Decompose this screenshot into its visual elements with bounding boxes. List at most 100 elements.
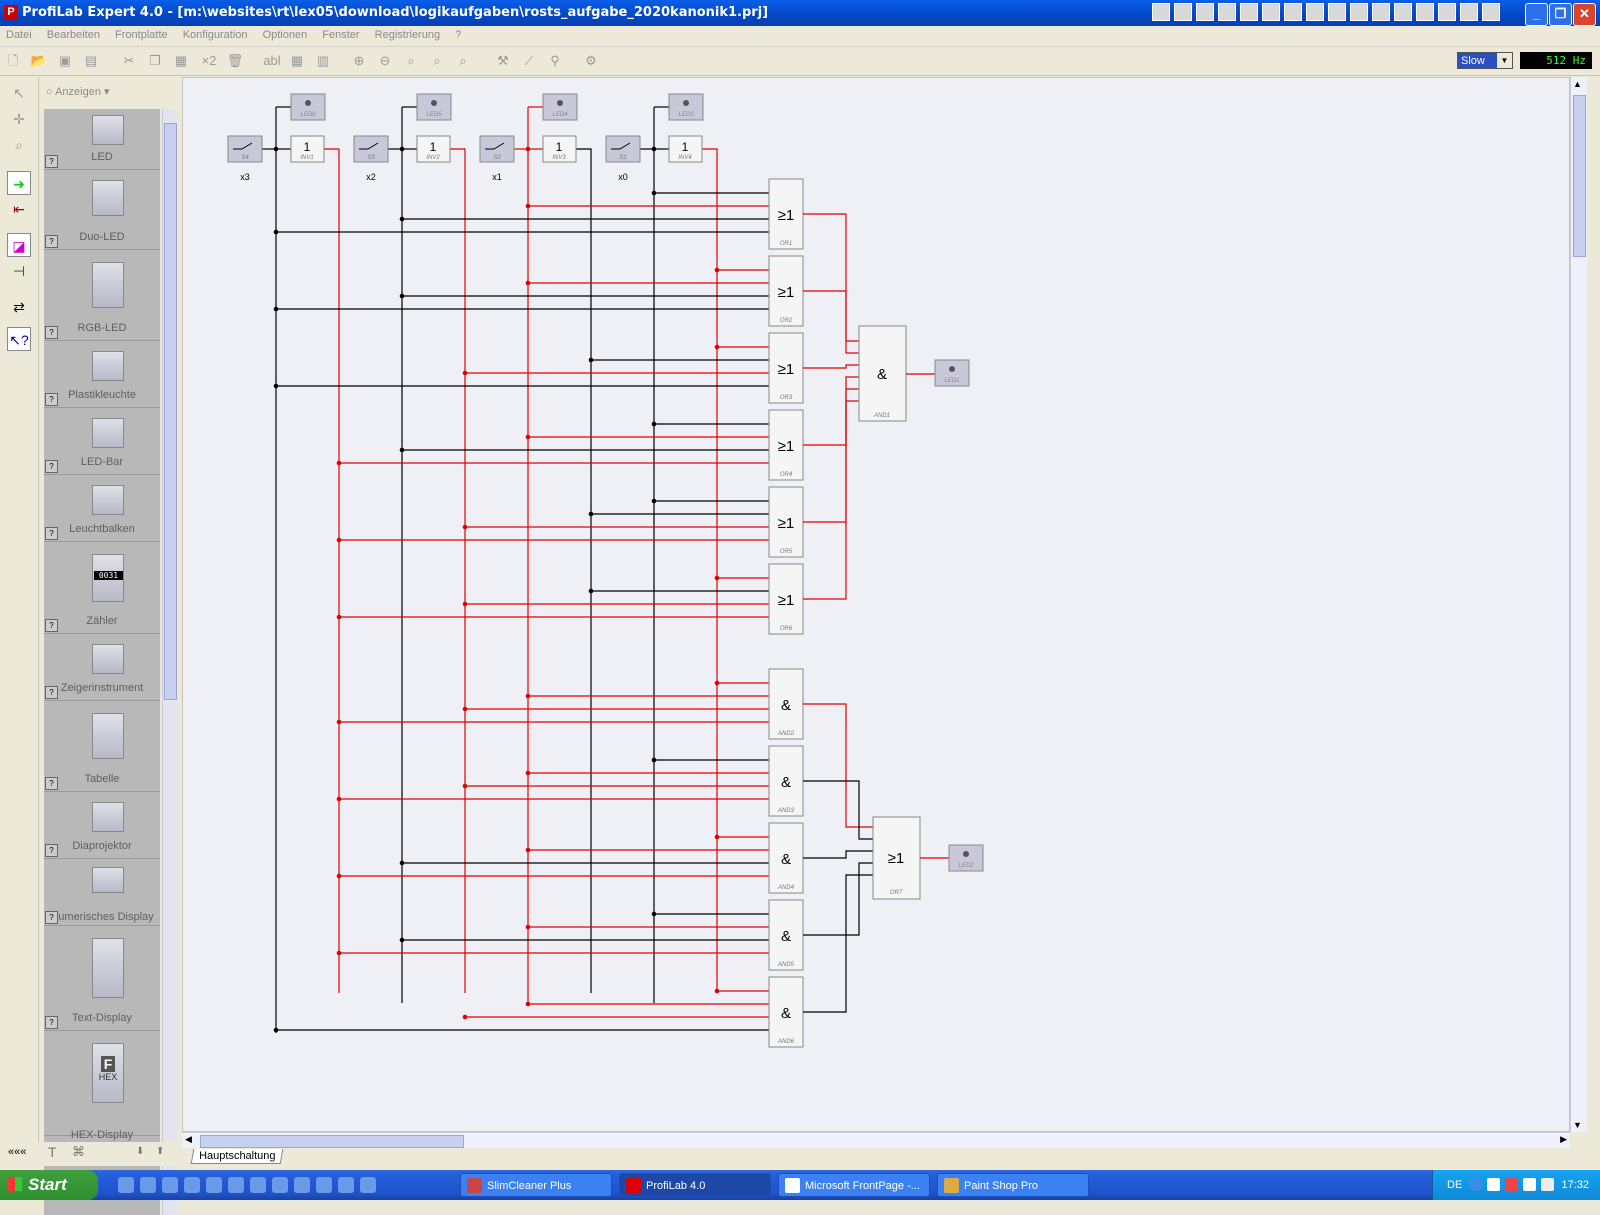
- and-gate[interactable]: [768, 899, 804, 971]
- scroll-right-icon[interactable]: ▶: [1560, 1134, 1567, 1144]
- help-question-icon[interactable]: ?: [45, 326, 58, 339]
- or-gate[interactable]: [768, 563, 804, 635]
- zoom-area-icon[interactable]: ⌕: [433, 53, 441, 68]
- tray-icon[interactable]: [1487, 1178, 1500, 1191]
- desktop-icon[interactable]: [118, 1177, 134, 1193]
- help-question-icon[interactable]: ?: [45, 155, 58, 168]
- firefox-icon[interactable]: [162, 1177, 178, 1193]
- help-question-icon[interactable]: ?: [45, 460, 58, 473]
- quick-icon[interactable]: [1262, 3, 1280, 21]
- vertical-scroll-thumb[interactable]: [1573, 95, 1586, 257]
- align-icon[interactable]: ▥: [316, 53, 330, 68]
- or-gate[interactable]: [768, 409, 804, 481]
- palette-item-zeigerinstrument[interactable]: Zeigerinstrument?: [44, 634, 160, 701]
- magnifier-icon[interactable]: ⌕: [15, 137, 23, 153]
- palette-item-text-display[interactable]: Text-Display?: [44, 926, 160, 1031]
- task-paintshop[interactable]: Paint Shop Pro: [937, 1173, 1089, 1197]
- quick-icon[interactable]: [1306, 3, 1324, 21]
- probe-icon[interactable]: ⚲: [550, 53, 560, 68]
- tools-icon[interactable]: ⚒: [497, 53, 509, 68]
- swap-window-icon[interactable]: ⇄: [13, 299, 25, 315]
- duplicate-x2-button[interactable]: ×2: [201, 53, 217, 68]
- palette-scroll-thumb[interactable]: [164, 123, 177, 700]
- profilab-app-icon[interactable]: P: [4, 5, 18, 19]
- tab-hauptschaltung[interactable]: Hauptschaltung: [190, 1149, 284, 1164]
- or-gate[interactable]: [768, 255, 804, 327]
- palette-scrollbar[interactable]: [162, 109, 177, 1215]
- task-slimcleaner[interactable]: SlimCleaner Plus: [460, 1173, 612, 1197]
- menu-frontplatte[interactable]: Frontplatte: [115, 29, 168, 41]
- quick-icon[interactable]: [1460, 3, 1478, 21]
- ie-icon[interactable]: [294, 1177, 310, 1193]
- help-question-icon[interactable]: ?: [45, 1016, 58, 1029]
- help-cursor-icon[interactable]: ↖?: [7, 327, 31, 351]
- inverter-gate[interactable]: [416, 135, 451, 163]
- and-gate[interactable]: [768, 745, 804, 817]
- maximize-button[interactable]: ❐: [1549, 3, 1572, 26]
- quick-icon[interactable]: [1240, 3, 1258, 21]
- help-question-icon[interactable]: ?: [45, 527, 58, 540]
- minimize-button[interactable]: _: [1525, 3, 1548, 26]
- help-question-icon[interactable]: ?: [45, 911, 58, 924]
- paste-icon[interactable]: ▦: [174, 53, 188, 68]
- wire-icon[interactable]: ⟋: [524, 53, 534, 68]
- menu-registrierung[interactable]: Registrierung: [374, 29, 441, 41]
- canvas-horizontal-scrollbar[interactable]: ◀ ▶: [182, 1132, 1570, 1149]
- tray-icon[interactable]: [1505, 1178, 1518, 1191]
- simulation-speed-select[interactable]: Slow▼: [1457, 52, 1513, 69]
- cut-icon[interactable]: ✂: [123, 53, 135, 68]
- app-icon[interactable]: [184, 1177, 200, 1193]
- palette-item-led[interactable]: LED?: [44, 109, 160, 170]
- app-icon[interactable]: [272, 1177, 288, 1193]
- help-question-icon[interactable]: ?: [45, 686, 58, 699]
- quick-icon[interactable]: [1438, 3, 1456, 21]
- circuit-diagram[interactable]: ≥1OR1≥1OR2≥1OR3≥1OR4≥1OR5≥1OR6&AND2&AND3…: [183, 78, 1569, 1131]
- app-icon[interactable]: [206, 1177, 222, 1193]
- language-indicator[interactable]: DE: [1447, 1179, 1463, 1191]
- help-question-icon[interactable]: ?: [45, 235, 58, 248]
- quick-icon[interactable]: [1482, 3, 1500, 21]
- green-arrow-icon[interactable]: ➜: [7, 171, 31, 195]
- crosshair-icon[interactable]: ✛: [13, 111, 25, 127]
- print-icon[interactable]: ▤: [84, 53, 98, 68]
- grid-icon[interactable]: ▦: [290, 53, 304, 68]
- help-question-icon[interactable]: ?: [45, 619, 58, 632]
- palette-filter[interactable]: ○ Anzeigen ▾: [46, 86, 110, 98]
- tray-icon[interactable]: [1523, 1178, 1536, 1191]
- binoculars-icon[interactable]: ⌘: [72, 1144, 85, 1159]
- input-led[interactable]: [416, 93, 452, 121]
- quick-icon[interactable]: [1416, 3, 1434, 21]
- scroll-up-arrow-icon[interactable]: ⬆: [156, 1146, 165, 1157]
- zoom-out-icon[interactable]: ⊖: [379, 53, 391, 68]
- menu-optionen[interactable]: Optionen: [262, 29, 308, 41]
- quick-icon[interactable]: [1394, 3, 1412, 21]
- palette-item-led-bar[interactable]: LED-Bar?: [44, 408, 160, 475]
- canvas-vertical-scrollbar[interactable]: ▲ ▼: [1570, 77, 1587, 1132]
- palette-item-plastikleuchte[interactable]: Plastikleuchte?: [44, 341, 160, 408]
- collapse-palette-button[interactable]: «««: [8, 1146, 27, 1158]
- inverter-gate[interactable]: [668, 135, 703, 163]
- menu-help[interactable]: ?: [455, 29, 462, 41]
- app-icon[interactable]: [250, 1177, 266, 1193]
- quick-icon[interactable]: [1350, 3, 1368, 21]
- horizontal-scroll-thumb[interactable]: [200, 1135, 464, 1148]
- app-icon[interactable]: [228, 1177, 244, 1193]
- tray-icon[interactable]: [1541, 1178, 1554, 1191]
- menu-bearbeiten[interactable]: Bearbeiten: [46, 29, 100, 41]
- pointer-icon[interactable]: ↖: [13, 85, 25, 101]
- scroll-down-arrow-icon[interactable]: ⬇: [136, 1146, 145, 1157]
- red-arrow-icon[interactable]: ⇤: [13, 201, 25, 217]
- text-abl-button[interactable]: abl: [263, 53, 281, 68]
- palette-item-duo-led[interactable]: Duo-LED?: [44, 170, 160, 250]
- open-folder-icon[interactable]: 📂: [30, 53, 48, 68]
- quick-icon[interactable]: [1218, 3, 1236, 21]
- scroll-left-icon[interactable]: ◀: [185, 1134, 192, 1144]
- or-gate[interactable]: [768, 486, 804, 558]
- copy-icon[interactable]: ❐: [149, 53, 161, 68]
- tray-icon[interactable]: [1469, 1178, 1482, 1191]
- start-button[interactable]: Start: [0, 1170, 98, 1200]
- color-switch-icon[interactable]: ◪: [7, 233, 31, 257]
- and-gate[interactable]: [768, 668, 804, 740]
- menu-konfiguration[interactable]: Konfiguration: [182, 29, 248, 41]
